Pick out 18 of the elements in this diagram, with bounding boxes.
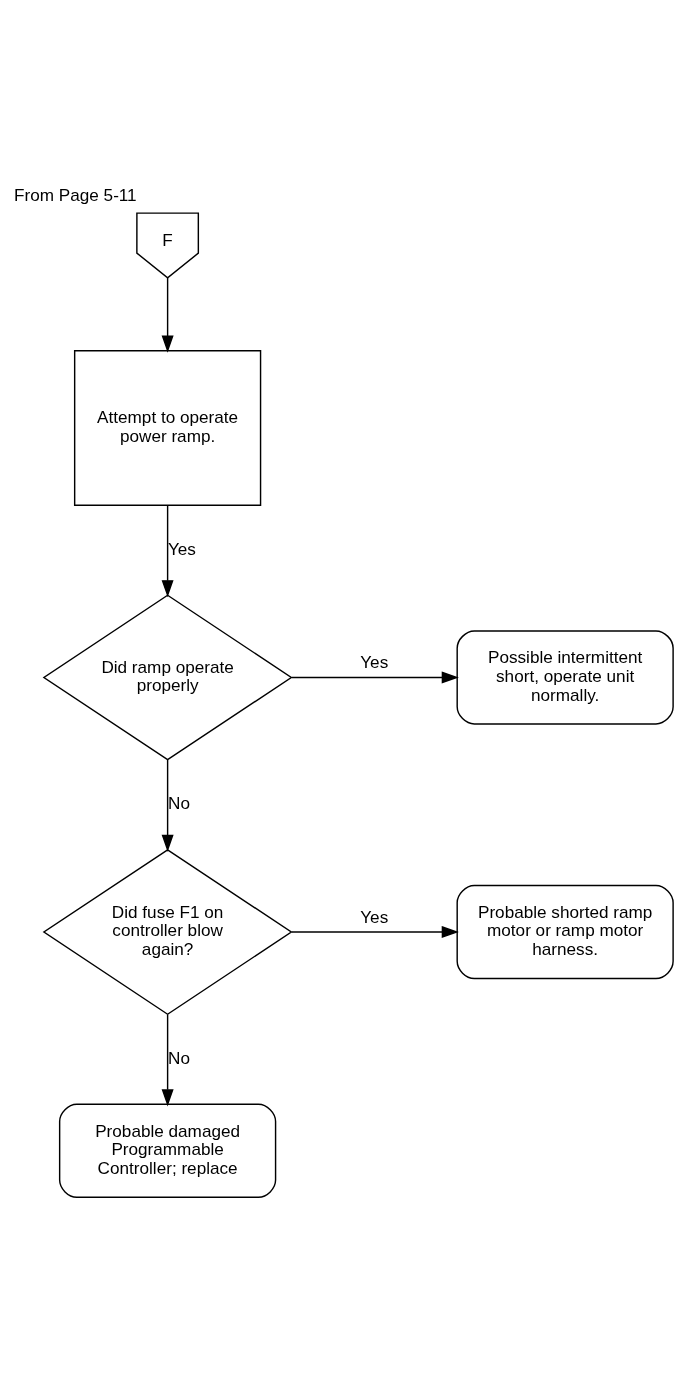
node-label: From Page 5-11 [14,184,137,205]
node-box: Attempt to operate power ramp. [73,349,262,506]
edge-label: Yes [360,906,389,927]
edge-label: Yes [360,651,389,672]
arrow [291,925,459,938]
arrow [161,276,174,353]
edge-label: Yes [167,538,196,559]
edge-label: No [168,792,191,813]
node-box: Probable damaged Programmable Controller; replace [58,1103,277,1198]
node-box: Probable shorted ramp motor or ramp motor harness. [456,884,674,979]
arrow [161,758,174,852]
edge-label: No [168,1047,191,1068]
node-box: Possible intermittent short, operate unit normally. [456,629,674,725]
node-diamond: Did fuse F1 on controller blow again? [42,848,293,1015]
arrow [161,504,174,597]
arrow [161,1013,174,1106]
arrow [291,670,459,683]
node-diamond: Did ramp operate properly [42,593,293,761]
